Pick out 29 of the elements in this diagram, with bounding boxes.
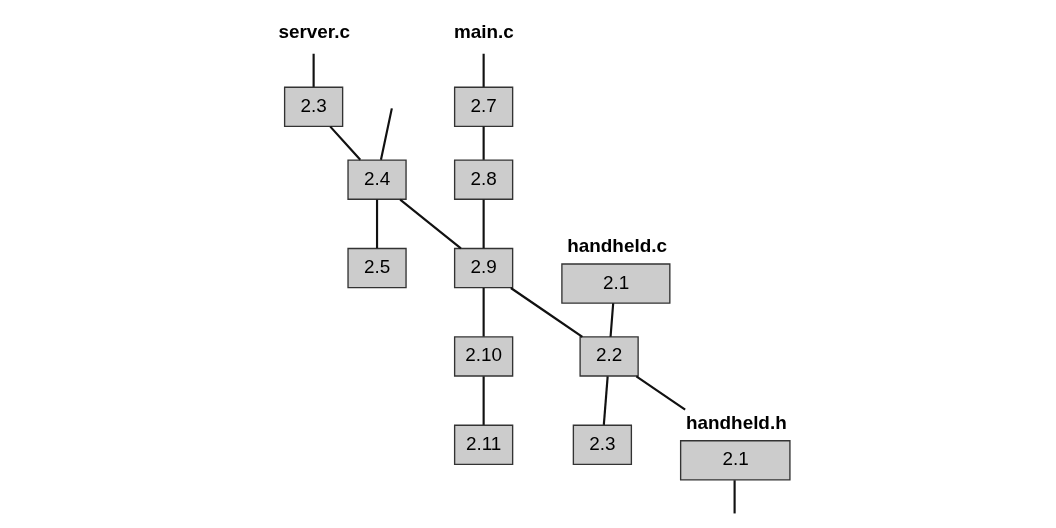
connector <box>482 199 485 248</box>
connector <box>399 198 462 249</box>
connector <box>635 375 686 411</box>
node-box: 2.4 <box>346 158 407 200</box>
connector <box>375 199 378 248</box>
node-box: 2.2 <box>578 335 639 377</box>
node-label: handheld.h <box>685 411 787 433</box>
connector <box>329 125 361 160</box>
connector <box>602 375 609 425</box>
node-box: 2.8 <box>453 158 513 200</box>
connector <box>733 479 736 513</box>
connector <box>482 287 485 337</box>
node-box: 2.10 <box>453 335 513 377</box>
node-label: handheld.c <box>566 234 667 256</box>
node-box: 2.9 <box>453 247 513 288</box>
node-box: 2.11 <box>453 424 513 465</box>
node-box: 2.5 <box>346 247 407 288</box>
connector <box>609 302 614 337</box>
node-text: main.c <box>453 20 514 42</box>
node-text: server.c <box>278 20 350 42</box>
node-box: 2.7 <box>453 86 513 127</box>
connector <box>509 286 583 338</box>
connector <box>482 53 485 87</box>
connector <box>482 375 485 425</box>
node-box: 2.3 <box>283 86 343 127</box>
node-box: 2.3 <box>572 424 632 465</box>
connector <box>482 126 485 160</box>
connector <box>312 53 315 87</box>
connector <box>379 107 393 160</box>
